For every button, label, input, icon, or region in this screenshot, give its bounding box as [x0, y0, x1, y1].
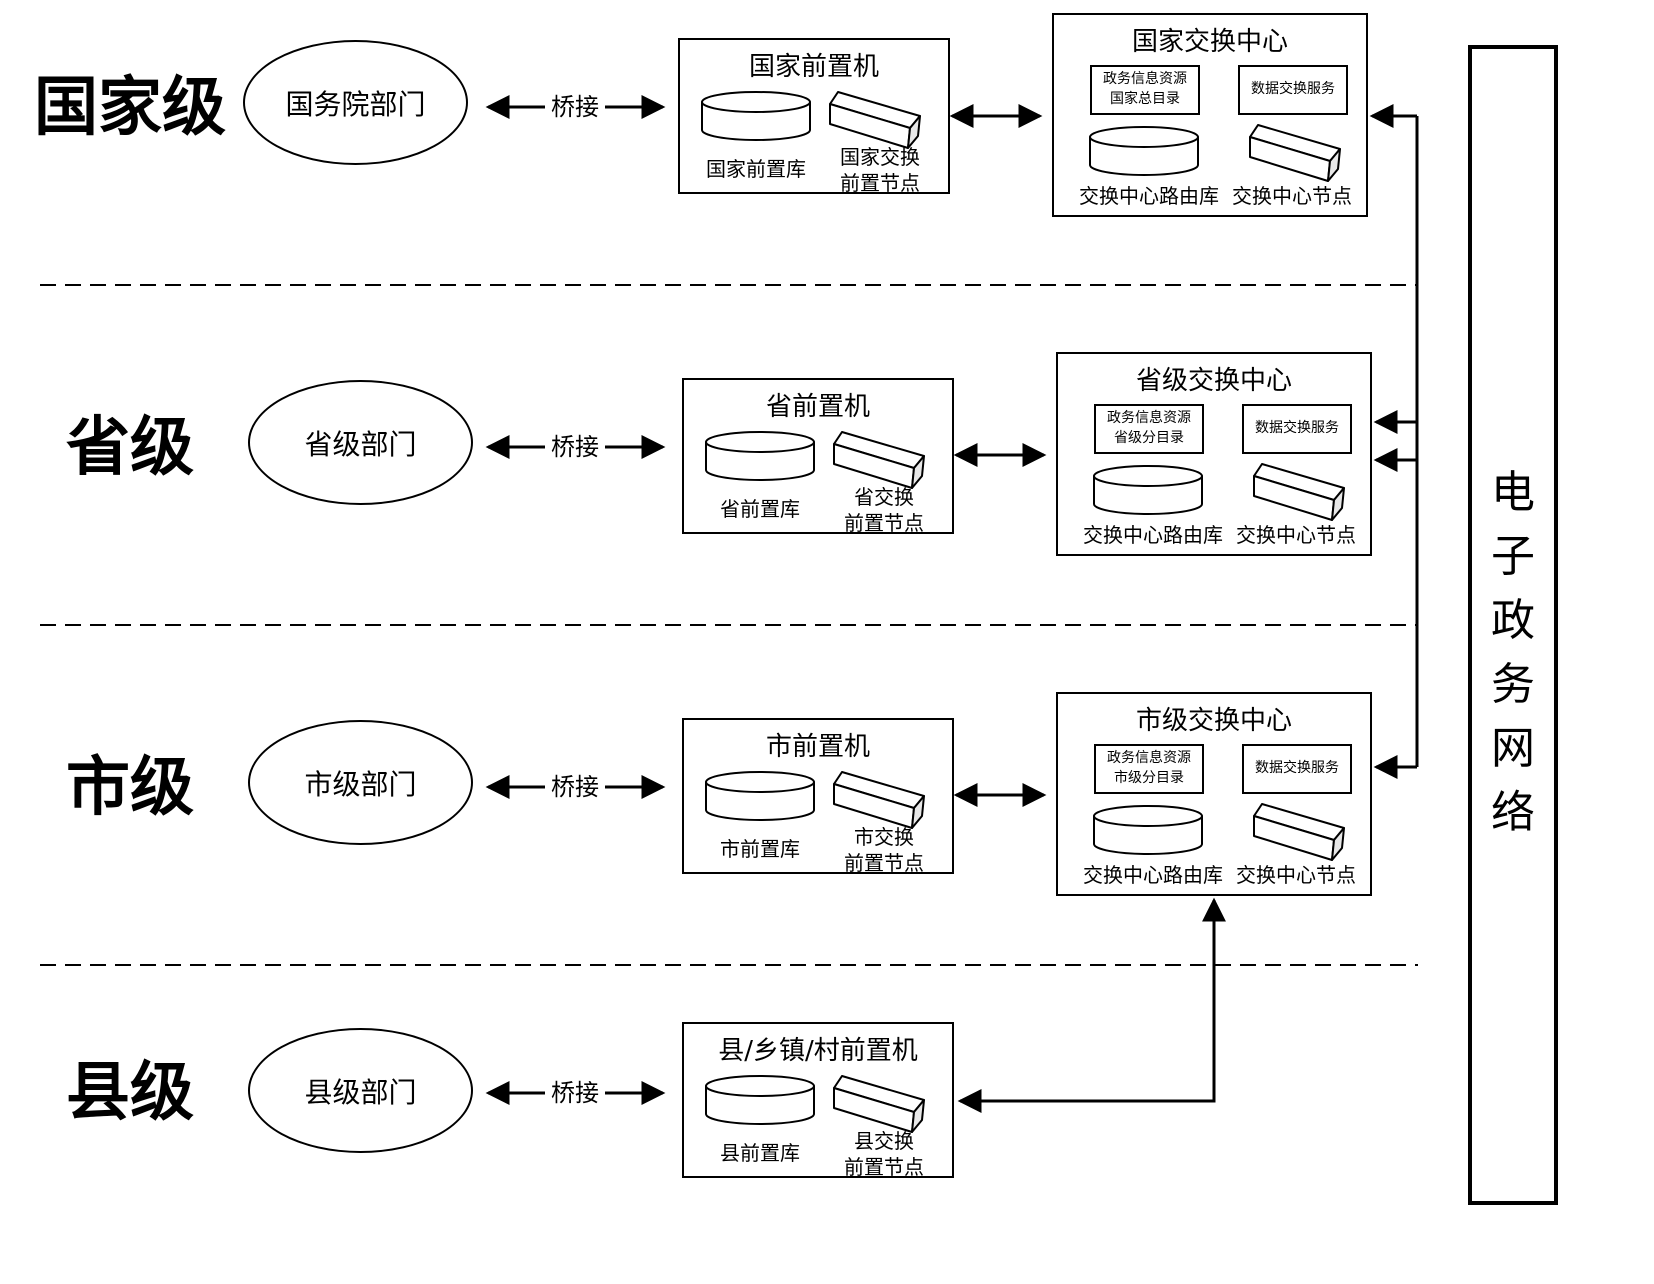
network-char: 络 — [1491, 787, 1535, 838]
front-node-label-line2: 前置节点 — [844, 511, 924, 535]
front-node-label-line1: 市交换 — [854, 825, 914, 849]
department-label: 省级部门 — [304, 427, 417, 461]
exchange-center-title: 省级交换中心 — [1135, 366, 1292, 396]
front-processor-box[interactable]: 县/乡镇/村前置机县前置库县交换前置节点 — [682, 1022, 954, 1180]
front-processor-box[interactable]: 市前置机市前置库市交换前置节点 — [682, 718, 954, 876]
catalog-box[interactable]: 政务信息资源省级分目录 — [1094, 404, 1204, 454]
front-db-icon — [705, 1075, 815, 1125]
front-node-icon — [833, 431, 925, 489]
front-processor-box[interactable]: 省前置机省前置库省交换前置节点 — [682, 378, 954, 536]
front-db-label: 县前置库 — [720, 1141, 800, 1165]
exchange-center-box[interactable]: 市级交换中心政务信息资源市级分目录 数据交换服务交换中心路由库交换中心节点 — [1056, 692, 1372, 896]
data-exchange-service-box[interactable]: 数据交换服务 — [1242, 404, 1352, 454]
front-db-icon — [705, 771, 815, 821]
front-db-icon — [701, 91, 811, 141]
level-label: 省级 — [66, 411, 194, 485]
front-node-label-line1: 县交换 — [854, 1129, 914, 1153]
catalog-line2: 国家总目录 — [1110, 91, 1180, 107]
level-label: 市级 — [66, 751, 194, 825]
front-node-label: 国家交换前置节点 — [820, 144, 940, 196]
route-db-label: 交换中心路由库 — [1083, 863, 1223, 887]
catalog-line2: 省级分目录 — [1114, 430, 1184, 446]
county-city-link — [957, 897, 1226, 1113]
department-ellipse[interactable]: 国务院部门 — [243, 40, 468, 165]
front-node-label-line1: 国家交换 — [840, 145, 920, 169]
front-node-label: 市交换前置节点 — [824, 824, 944, 876]
catalog-box[interactable]: 政务信息资源国家总目录 — [1090, 65, 1200, 115]
front-db-icon — [705, 431, 815, 481]
front-node-icon — [829, 91, 921, 149]
center-node-label: 交换中心节点 — [1236, 863, 1356, 887]
bridge-label: 桥接 — [545, 435, 605, 459]
front-node-label-line2: 前置节点 — [844, 1155, 924, 1179]
front-db-label: 市前置库 — [720, 837, 800, 861]
catalog-line1: 政务信息资源 — [1103, 71, 1187, 88]
exchange-center-title: 市级交换中心 — [1135, 706, 1292, 736]
center-node-icon — [1253, 803, 1345, 861]
catalog-text: 政务信息资源国家总目录 — [1103, 70, 1187, 109]
department-label: 市级部门 — [304, 767, 417, 801]
route-db-icon — [1093, 805, 1203, 855]
route-db-label: 交换中心路由库 — [1079, 184, 1219, 208]
exchange-center-box[interactable]: 省级交换中心政务信息资源省级分目录 数据交换服务交换中心路由库交换中心节点 — [1056, 352, 1372, 556]
department-ellipse[interactable]: 县级部门 — [248, 1028, 473, 1153]
department-label: 县级部门 — [304, 1075, 417, 1109]
route-db-icon — [1093, 465, 1203, 515]
department-label: 国务院部门 — [285, 87, 426, 121]
e-government-network-label: 电子政务网络 — [1472, 461, 1554, 845]
center-node-icon — [1249, 124, 1341, 182]
front-db-label: 省前置库 — [720, 497, 800, 521]
department-ellipse[interactable]: 市级部门 — [248, 720, 473, 845]
front-node-label-line2: 前置节点 — [844, 851, 924, 875]
front-processor-title: 省前置机 — [765, 392, 870, 422]
network-char: 网 — [1491, 723, 1535, 774]
data-exchange-service-box[interactable]: 数据交换服务 — [1242, 744, 1352, 794]
level-label: 县级 — [66, 1056, 194, 1130]
bridge-label: 桥接 — [545, 95, 605, 119]
front-node-label-line1: 省交换 — [854, 485, 914, 509]
front-processor-title: 国家前置机 — [748, 52, 879, 82]
e-government-network-bar: 电子政务网络 — [1468, 45, 1558, 1205]
front-db-label: 国家前置库 — [706, 157, 806, 181]
front-processor-title: 市前置机 — [765, 732, 870, 762]
bridge-label: 桥接 — [545, 1081, 605, 1105]
network-char: 子 — [1491, 531, 1535, 582]
front-processor-title: 县/乡镇/村前置机 — [718, 1036, 918, 1066]
bridge-label: 桥接 — [545, 775, 605, 799]
catalog-text: 政务信息资源省级分目录 — [1107, 409, 1191, 448]
center-node-label: 交换中心节点 — [1236, 523, 1356, 547]
catalog-line1: 政务信息资源 — [1107, 410, 1191, 427]
catalog-text: 政务信息资源市级分目录 — [1107, 749, 1191, 788]
front-node-icon — [833, 771, 925, 829]
catalog-line1: 政务信息资源 — [1107, 750, 1191, 767]
route-db-icon — [1089, 126, 1199, 176]
front-node-label-line2: 前置节点 — [840, 171, 920, 195]
network-char: 务 — [1491, 659, 1535, 710]
center-node-icon — [1253, 463, 1345, 521]
network-char: 政 — [1491, 595, 1535, 646]
route-db-label: 交换中心路由库 — [1083, 523, 1223, 547]
front-node-label: 县交换前置节点 — [824, 1128, 944, 1180]
center-node-label: 交换中心节点 — [1232, 184, 1352, 208]
data-exchange-service-box[interactable]: 数据交换服务 — [1238, 65, 1348, 115]
exchange-center-title: 国家交换中心 — [1131, 27, 1288, 57]
front-processor-box[interactable]: 国家前置机国家前置库国家交换前置节点 — [678, 38, 950, 196]
level-label: 国家级 — [34, 71, 226, 145]
catalog-box[interactable]: 政务信息资源市级分目录 — [1094, 744, 1204, 794]
department-ellipse[interactable]: 省级部门 — [248, 380, 473, 505]
exchange-center-box[interactable]: 国家交换中心政务信息资源国家总目录 数据交换服务交换中心路由库交换中心节点 — [1052, 13, 1368, 217]
network-char: 电 — [1491, 467, 1535, 518]
front-node-label: 省交换前置节点 — [824, 484, 944, 536]
front-node-icon — [833, 1075, 925, 1133]
catalog-line2: 市级分目录 — [1114, 770, 1184, 786]
